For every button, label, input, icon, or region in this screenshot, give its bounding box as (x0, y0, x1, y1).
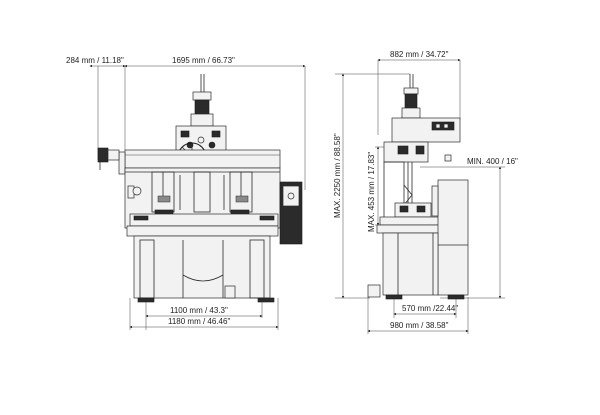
front-base-outer-label: 1180 mm / 46.46" (168, 317, 230, 326)
side-min-height-label: MIN. 400 / 16" (467, 157, 518, 166)
side-spindle (383, 74, 461, 163)
side-bottom-dimensions: 570 mm /22.44" 980 mm / 38.58" (367, 297, 469, 334)
front-bottom-dimensions: 1100 mm / 43.3" 1180 mm / 46.46" (129, 298, 279, 330)
machine-base (133, 235, 275, 303)
side-base-outer-label: 980 mm / 38.58" (390, 321, 449, 330)
side-max-height-label: MAX. 2250 mm / 88.58" (333, 133, 342, 218)
side-height-dimension: MAX. 2250 mm / 88.58" (333, 73, 410, 299)
side-top-width-label: 882 mm / 34.72" (390, 50, 449, 59)
work-table (126, 213, 279, 237)
upper-beam (97, 147, 281, 175)
fixtures (151, 171, 253, 215)
side-base (367, 232, 465, 300)
front-view: 284 mm / 11.18" 1695 mm / 66.73" (66, 56, 306, 330)
side-view: 882 mm / 34.72" MAX. 2250 mm / 88.58" MA… (333, 50, 518, 334)
front-depth-offset-label: 284 mm / 11.18" (66, 56, 124, 65)
side-base-inner-label: 570 mm /22.44" (402, 304, 458, 313)
side-max-stroke-label: MAX. 453 mm / 17.83" (367, 152, 376, 232)
front-top-dimensions: 284 mm / 11.18" 1695 mm / 66.73" (66, 56, 306, 190)
side-column (376, 161, 441, 234)
front-width-label: 1695 mm / 66.73" (172, 56, 235, 65)
side-top-dimensions: 882 mm / 34.72" (377, 50, 461, 135)
side-cabinet (431, 179, 469, 296)
front-base-inner-label: 1100 mm / 43.3" (170, 306, 228, 315)
spindle-head (175, 74, 227, 157)
